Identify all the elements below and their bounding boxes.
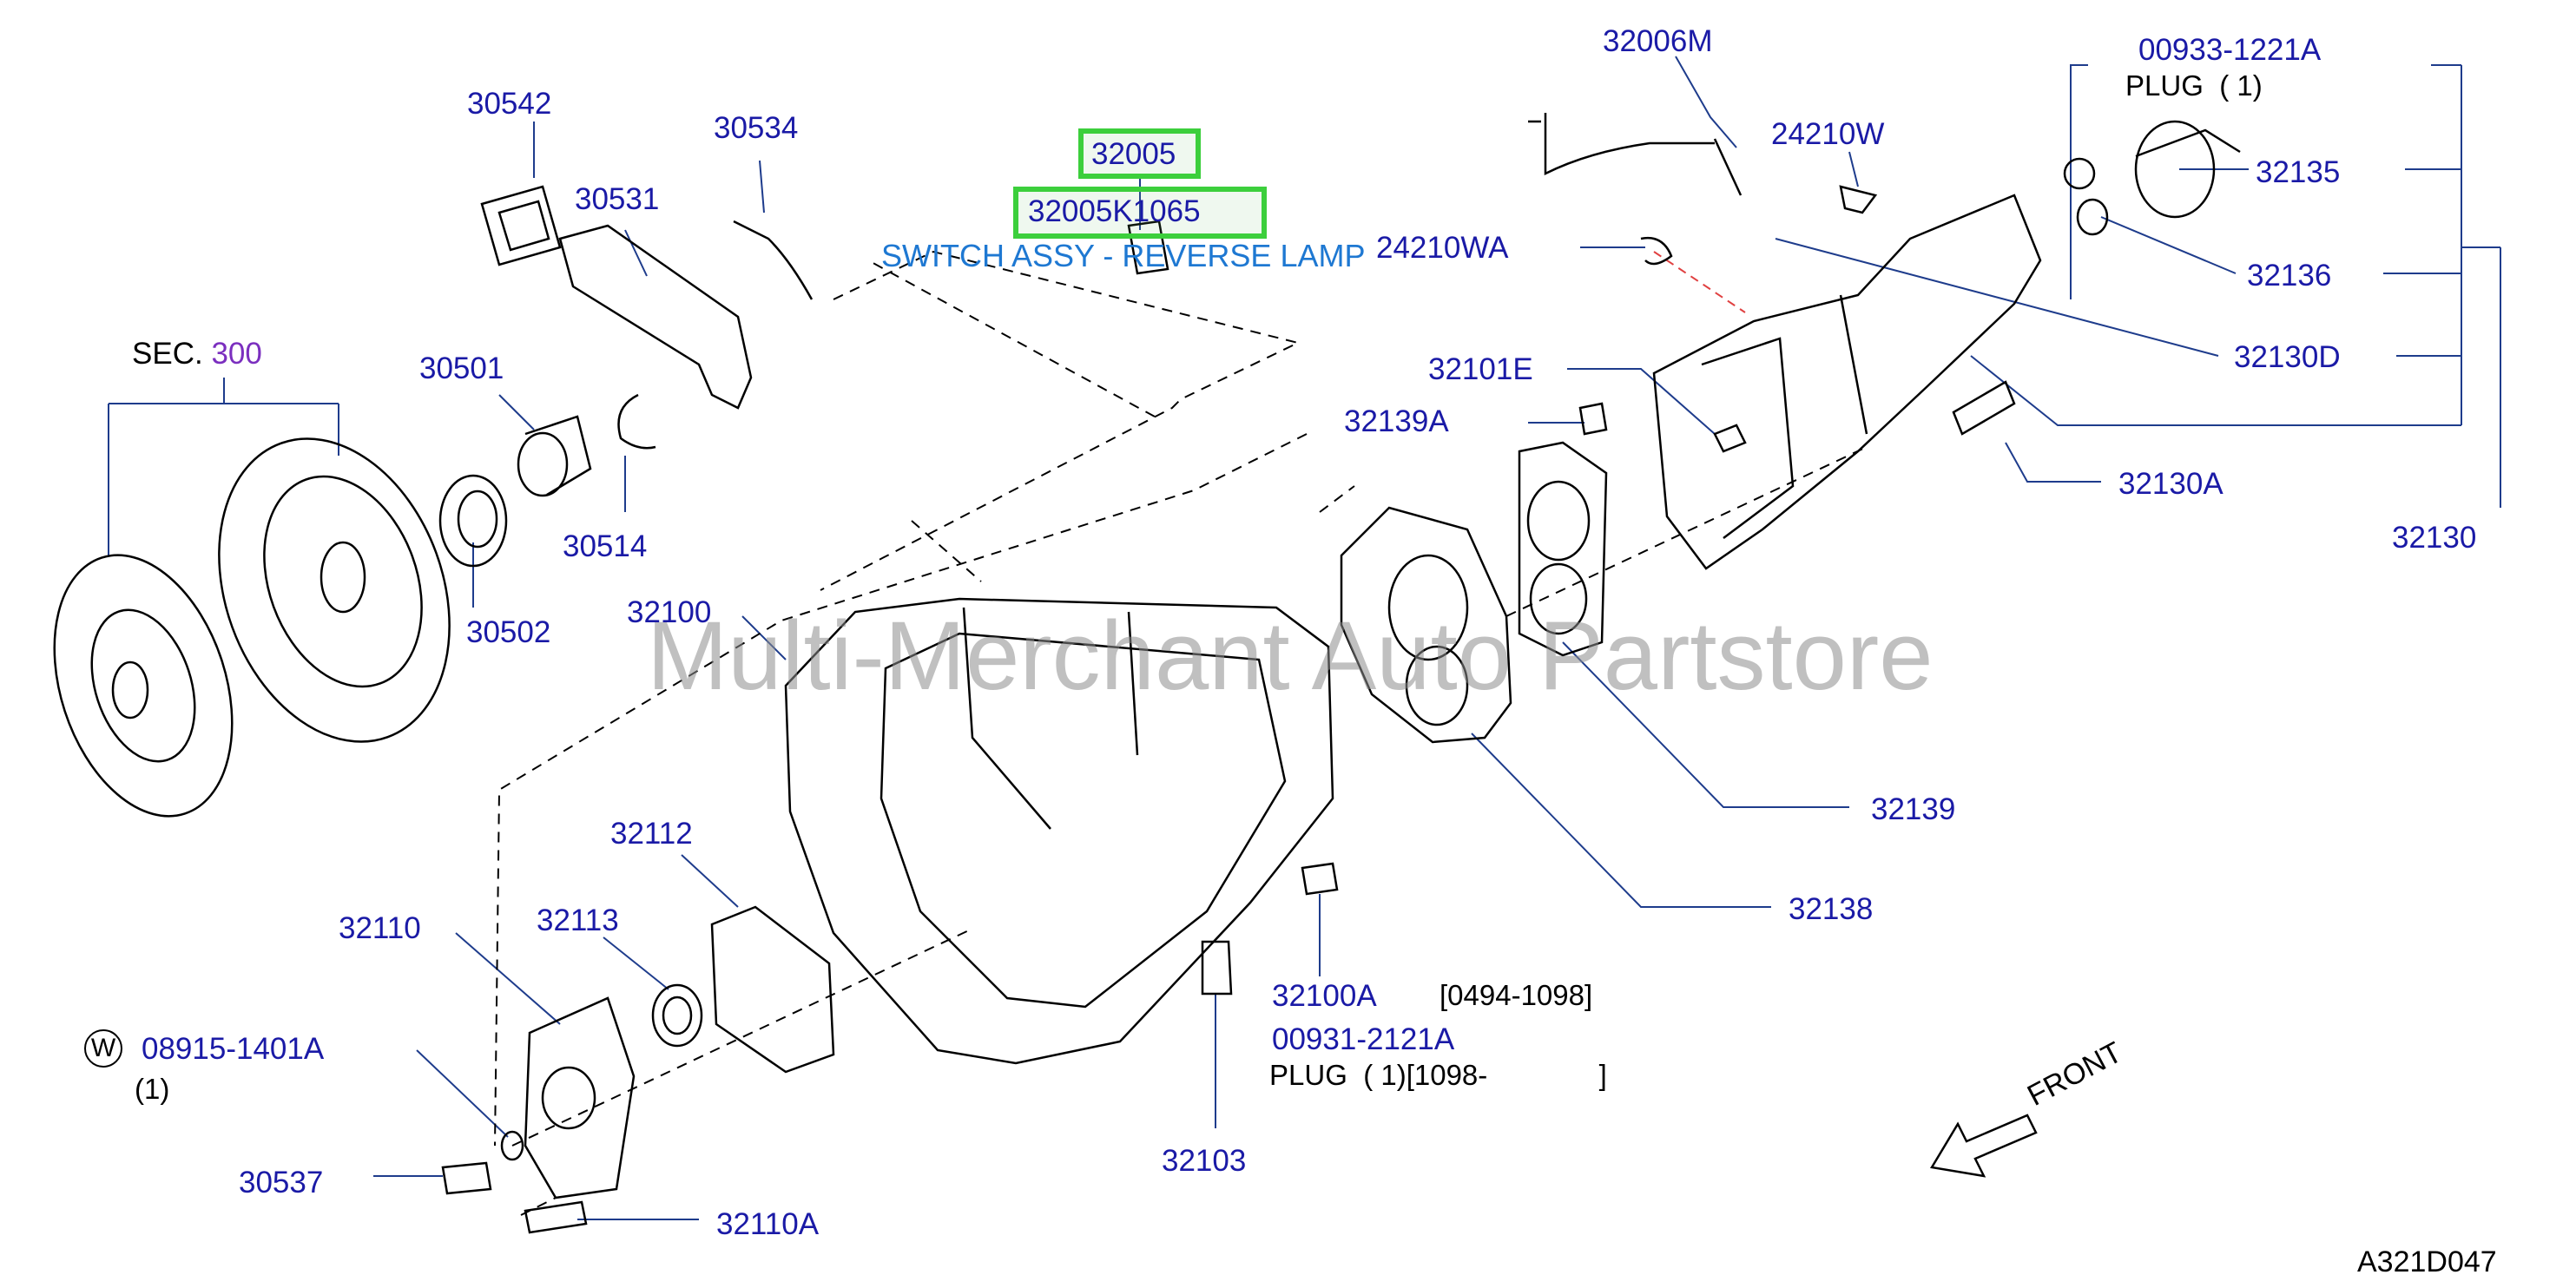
part-32005[interactable]: 32005	[1091, 137, 1176, 171]
highlight-32005	[1078, 128, 1201, 179]
part-32100a[interactable]: 32100A	[1272, 979, 1377, 1013]
part-32130d[interactable]: 32130D	[2234, 340, 2341, 374]
part-08915-1401a[interactable]: 08915-1401A	[142, 1032, 325, 1066]
part-30534[interactable]: 30534	[714, 111, 799, 145]
switch-description: SWITCH ASSY - REVERSE LAMP	[881, 238, 1366, 273]
component-drawings	[53, 113, 2241, 1234]
part-32112[interactable]: 32112	[610, 817, 693, 851]
section-label: SEC.	[132, 337, 203, 371]
part-32110a[interactable]: 32110A	[716, 1207, 820, 1241]
part-32100[interactable]: 32100	[627, 595, 712, 629]
part-30542[interactable]: 30542	[467, 87, 552, 121]
part-32005k1065[interactable]: 32005K1065	[1028, 194, 1201, 228]
part-30502[interactable]: 30502	[466, 615, 551, 649]
part-32135[interactable]: 32135	[2256, 155, 2341, 189]
watermark: Multi-Merchant Auto Partstore	[647, 601, 1934, 710]
part-30531[interactable]: 30531	[575, 182, 660, 216]
plug-qty-2: PLUG ( 1)[1098- ]	[1269, 1059, 1607, 1091]
part-32006m[interactable]: 32006M	[1603, 24, 1713, 58]
part-32130a[interactable]: 32130A	[2118, 467, 2224, 501]
part-32139a[interactable]: 32139A	[1344, 404, 1449, 438]
part-00931-2121a[interactable]: 00931-2121A	[1272, 1022, 1455, 1056]
part-32138[interactable]: 32138	[1789, 892, 1874, 926]
highlight-32005k1065	[1013, 187, 1267, 239]
part-30514[interactable]: 30514	[563, 529, 648, 563]
part-24210wa[interactable]: 24210WA	[1376, 231, 1509, 265]
part-32101e[interactable]: 32101E	[1428, 352, 1533, 386]
part-32139[interactable]: 32139	[1871, 792, 1956, 826]
part-32130[interactable]: 32130	[2392, 521, 2477, 555]
part-00933-1221a[interactable]: 00933-1221A	[2138, 33, 2322, 67]
w-symbol-icon: W	[84, 1029, 122, 1068]
part-32110[interactable]: 32110	[339, 911, 421, 945]
qty-08915: (1)	[135, 1073, 170, 1105]
part-24210w[interactable]: 24210W	[1771, 117, 1885, 151]
section-number[interactable]: 300	[211, 337, 262, 371]
part-30537[interactable]: 30537	[239, 1166, 324, 1199]
plug-qty-1: PLUG ( 1)	[2125, 69, 2263, 102]
part-32113[interactable]: 32113	[537, 904, 619, 937]
leader-lines	[108, 56, 2501, 1220]
diagram-code: A321D047	[2357, 1245, 2497, 1278]
part-32103[interactable]: 32103	[1162, 1144, 1247, 1178]
part-30501[interactable]: 30501	[419, 352, 504, 385]
assembly-dashes	[494, 250, 1868, 1216]
date-range-32100a: [0494-1098]	[1440, 979, 1593, 1011]
part-32136[interactable]: 32136	[2247, 259, 2332, 292]
section-reference[interactable]: SEC. 300	[132, 338, 262, 369]
